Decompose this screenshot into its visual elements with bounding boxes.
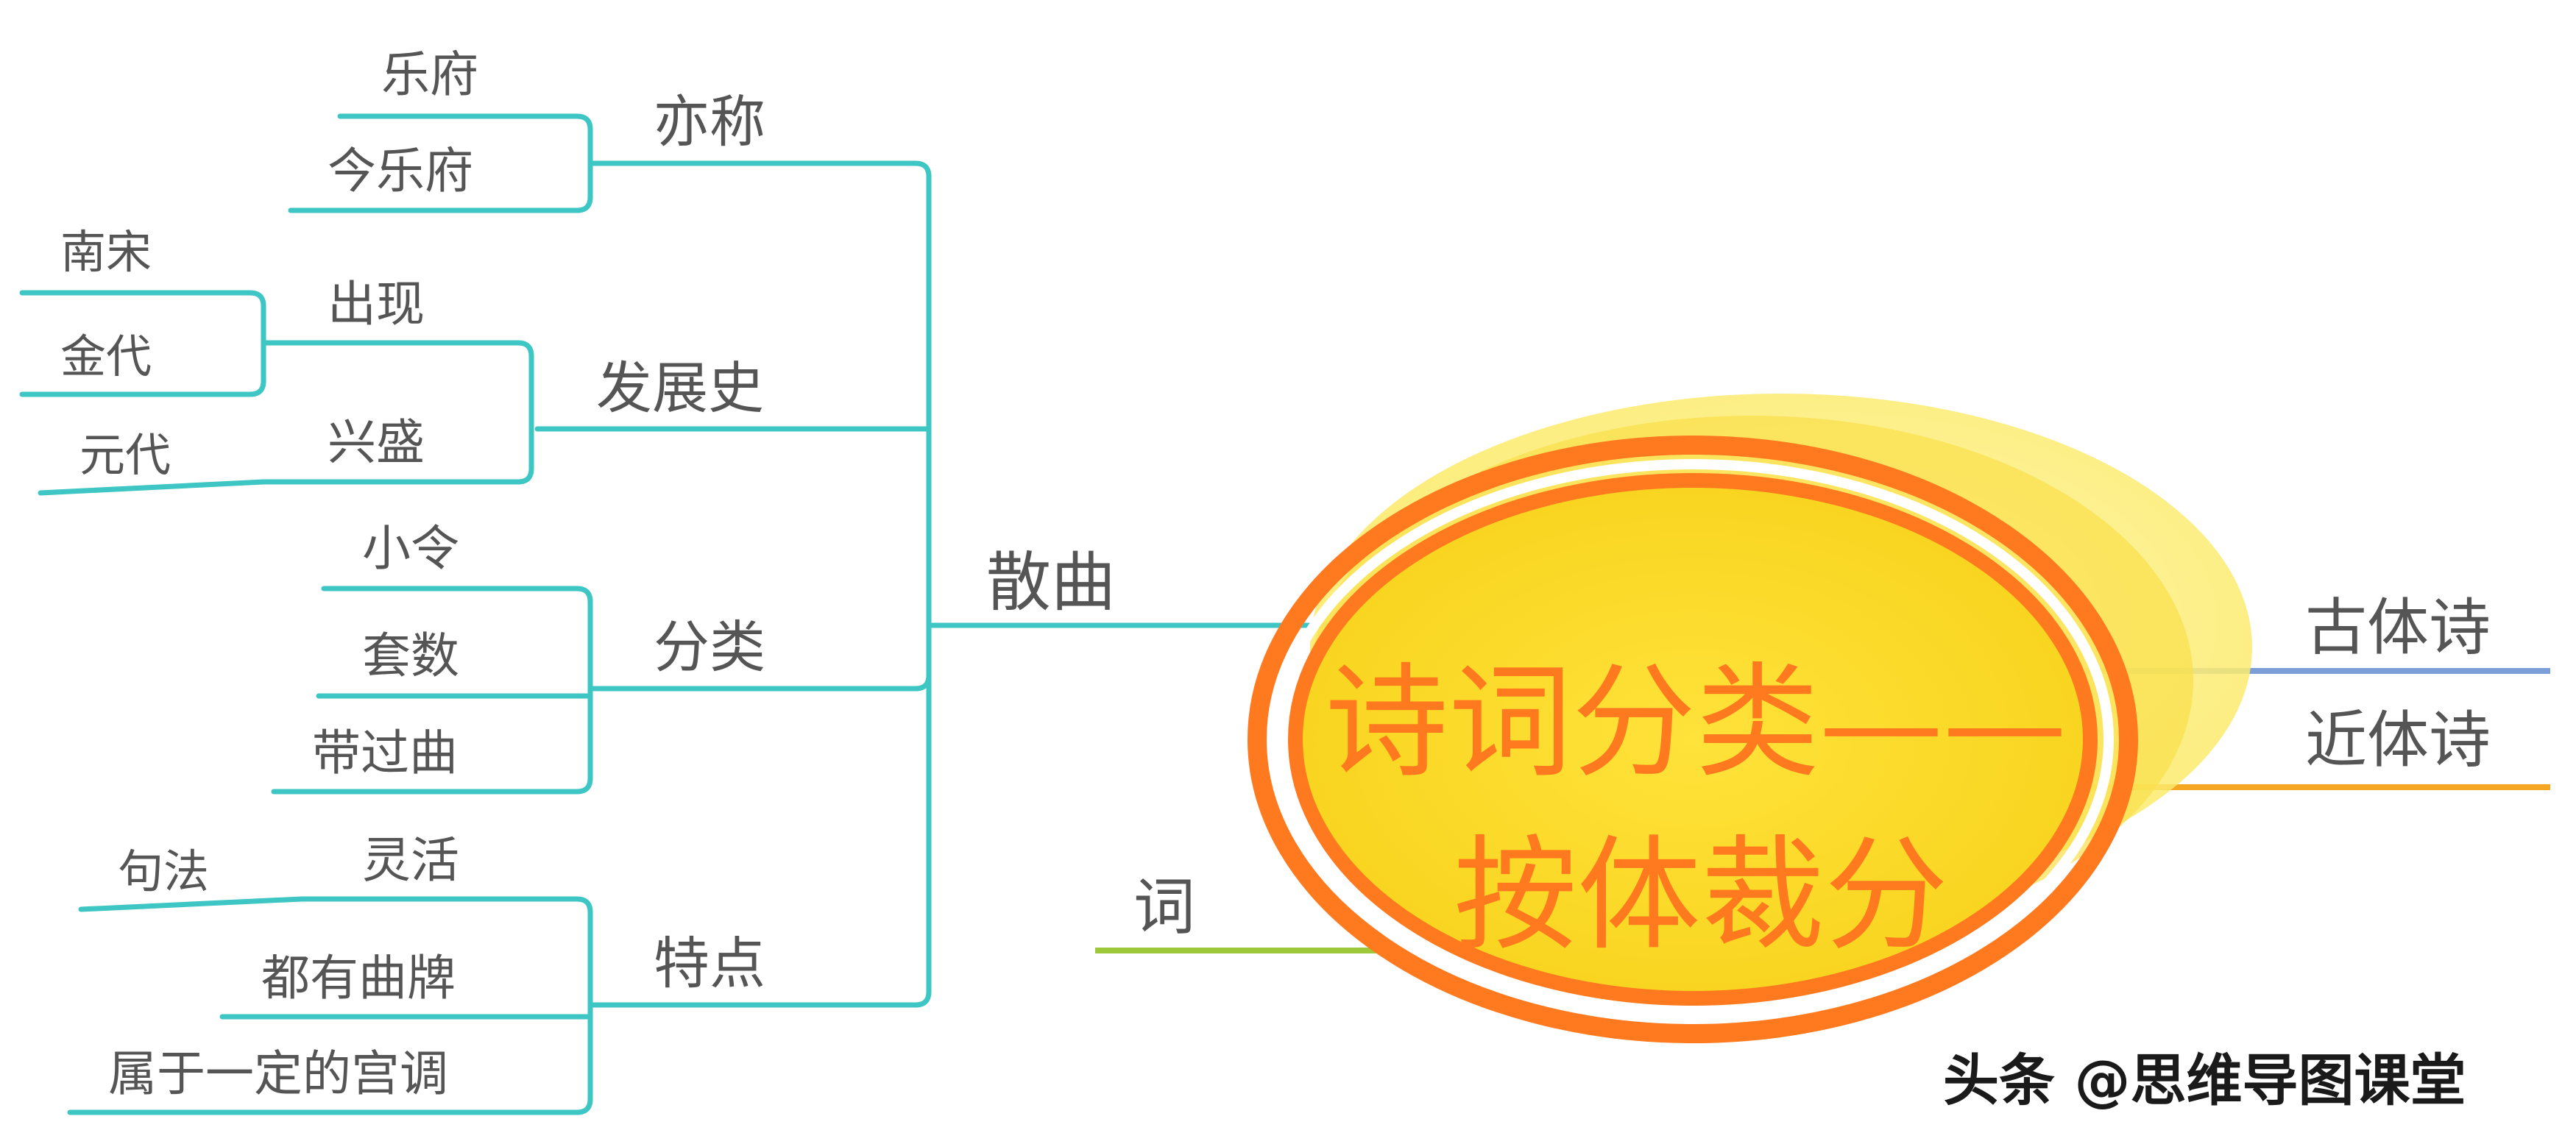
leaf-yuefu[interactable]: 乐府: [381, 46, 478, 103]
node-fenlei[interactable]: 分类: [654, 614, 765, 680]
leaf-jufa[interactable]: 句法: [118, 845, 209, 898]
central-ring-outer: [1248, 436, 2138, 1043]
central-ring-white: [1272, 459, 2114, 1020]
linghuo-line: [78, 896, 305, 912]
branch-gutishi[interactable]: 古体诗: [2305, 591, 2491, 664]
yicheng-bracket: [288, 113, 593, 213]
node-xingsheng[interactable]: 兴盛: [328, 414, 425, 471]
xingsheng-line: [38, 479, 266, 496]
leaf-douyouqupai[interactable]: 都有曲牌: [261, 950, 456, 1006]
sanqu-link-tedian: [590, 672, 932, 1008]
fenlei-bracket: [271, 586, 593, 795]
leaf-jindai[interactable]: 金代: [60, 330, 152, 383]
node-tedian[interactable]: 特点: [654, 931, 765, 996]
leaf-taoshu[interactable]: 套数: [362, 628, 459, 684]
chuxian-bracket: [19, 290, 266, 397]
node-chuxian[interactable]: 出现: [328, 276, 425, 333]
watermark: 头条 @思维导图课堂: [1943, 1048, 2466, 1113]
central-title-line2: 按体裁分: [1454, 823, 1948, 967]
leaf-gongdiao[interactable]: 属于一定的宫调: [108, 1045, 448, 1102]
sanqu-trunk: [590, 160, 932, 628]
central-ring-inner: [1288, 473, 2098, 1006]
leaf-jinyuefu[interactable]: 今乐府: [328, 143, 473, 199]
node-yicheng[interactable]: 亦称: [654, 89, 765, 154]
node-fazhanshi[interactable]: 发展史: [596, 355, 764, 421]
leaf-daiguoqu[interactable]: 带过曲: [312, 725, 458, 781]
branch-ci[interactable]: 词: [1133, 871, 1195, 943]
branch-sanqu[interactable]: 散曲: [986, 544, 1116, 620]
central-topic[interactable]: 诗词分类—— 按体裁分: [1248, 394, 2252, 1043]
leaf-yuandai[interactable]: 元代: [79, 428, 171, 482]
central-title-line1: 诗词分类——: [1325, 650, 2067, 795]
tedian-bracket: [67, 896, 593, 1115]
fazhanshi-bracket: [261, 340, 534, 485]
leaf-nansong[interactable]: 南宋: [60, 225, 152, 279]
leaf-xiaoling[interactable]: 小令: [362, 520, 459, 577]
node-linghuo[interactable]: 灵活: [362, 832, 459, 889]
branch-jintishi[interactable]: 近体诗: [2305, 704, 2491, 776]
